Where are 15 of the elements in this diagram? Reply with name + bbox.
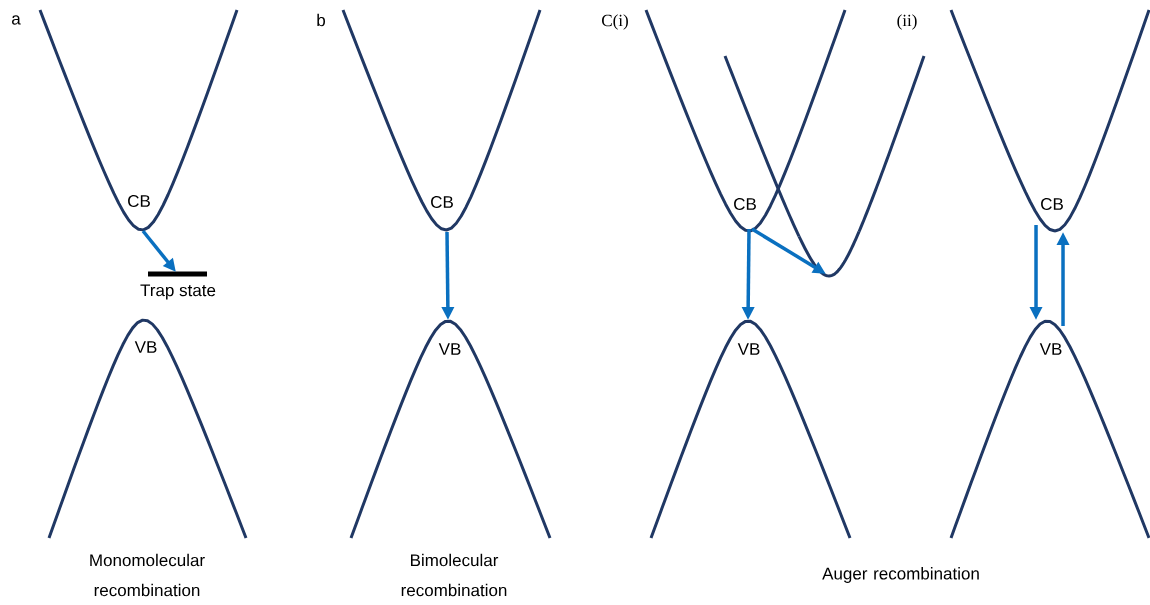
band-curve: VB	[949, 319, 1150, 539]
panel-label: a	[12, 15, 21, 25]
band-curve: VB	[649, 319, 852, 539]
caption: Auger recombination	[822, 567, 979, 583]
panel-label: (ii)	[897, 14, 917, 30]
band-curve	[797, 231, 861, 278]
band-curve: CB	[644, 9, 847, 233]
band-curve: CB	[38, 9, 239, 232]
band-curve: CB	[341, 9, 542, 232]
panel-label: C(i)	[602, 14, 628, 30]
trap-state-level: Trap state	[140, 271, 216, 300]
band-curve: VB	[47, 318, 248, 539]
panel-label: b	[317, 13, 325, 27]
band-curve: VB	[349, 319, 552, 539]
band-curve: CB	[949, 9, 1150, 233]
